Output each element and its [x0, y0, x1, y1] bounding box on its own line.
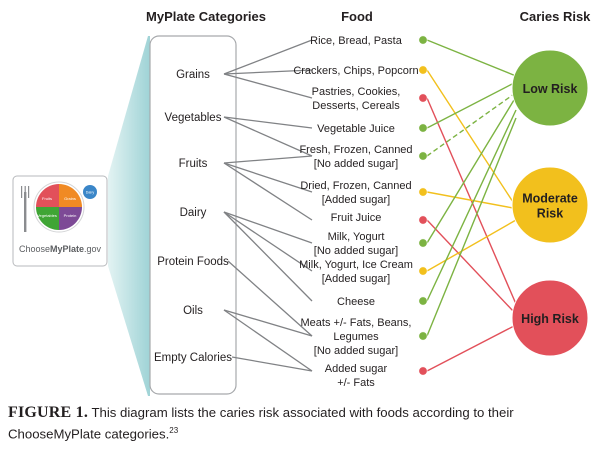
risk-indicator-dot [418, 366, 428, 376]
category-food-link [223, 162, 313, 193]
diagram-canvas: MyPlate Categories Food Caries Risk Frui… [12, 9, 592, 396]
category-label: Fruits [179, 158, 208, 170]
plate-label: Dairy [86, 191, 95, 195]
food-label: Milk, Yogurt, Ice Cream[Added sugar] [299, 259, 413, 285]
category-food-link [223, 309, 313, 372]
category-label: Empty Calories [154, 352, 232, 364]
plate-icon: Fruits Grains Vegetables Protein [33, 181, 85, 233]
food-risk-link [426, 219, 515, 313]
risk-indicator-dot [418, 123, 428, 133]
plate-label: Vegetables [37, 213, 57, 218]
category-label: Protein Foods [157, 256, 229, 268]
category-food-link [223, 39, 313, 75]
food-risk-link [426, 99, 515, 244]
risk-circle [511, 49, 589, 127]
caption-reference: 23 [169, 426, 179, 435]
food-label: Added sugar+/- Fats [325, 363, 388, 389]
food-label: Vegetable Juice [317, 123, 395, 135]
food-label: Crackers, Chips, Popcorn [293, 65, 418, 77]
header-caries-risk: Caries Risk [520, 9, 592, 24]
category-label: Vegetables [165, 112, 222, 124]
risk-indicator-dot [418, 35, 428, 45]
category-food-link [223, 162, 313, 221]
category-food-link [223, 69, 313, 75]
food-risk-link [426, 117, 517, 337]
choosemyplate-logo: Fruits Grains Vegetables Protein Dairy C… [12, 175, 108, 267]
plate-label: Fruits [42, 196, 52, 201]
risk-node-high: High Risk [511, 279, 589, 357]
risk-indicator-dot [418, 266, 428, 276]
category-food-link [223, 116, 313, 129]
figure-caption: FIGURE 1. This diagram lists the caries … [8, 404, 592, 443]
category-food-link [223, 211, 313, 302]
food-label: Cheese [337, 296, 375, 308]
category-food-link [223, 116, 313, 157]
food-label: Rice, Bread, Pasta [310, 35, 403, 47]
risk-label: Low Risk [523, 82, 578, 96]
food-risk-link [426, 109, 517, 302]
risk-label: High Risk [521, 312, 579, 326]
risk-circle [511, 279, 589, 357]
risk-circle [511, 166, 589, 244]
risk-node-low: Low Risk [511, 49, 589, 127]
logo-text: ChooseMyPlate.gov [19, 244, 102, 254]
figure-number: FIGURE 1. [8, 404, 89, 421]
food-label: Dried, Frozen, Canned[Added sugar] [300, 180, 411, 206]
category-food-link [223, 73, 313, 99]
risk-indicator-dot [418, 296, 428, 306]
food-risk-link [426, 39, 517, 77]
food-label: Fruit Juice [331, 212, 382, 224]
dairy-cup-icon: Dairy [83, 185, 97, 199]
risk-indicator-dot [418, 331, 428, 341]
category-label: Dairy [180, 207, 207, 219]
food-risk-link [426, 325, 515, 372]
plate-label: Grains [64, 196, 76, 201]
food-risk-link [426, 191, 514, 209]
food-risk-link [426, 93, 515, 157]
food-label: Milk, Yogurt[No added sugar] [314, 231, 398, 257]
category-food-link [223, 309, 313, 337]
risk-indicator-dot [418, 151, 428, 161]
category-food-link [223, 155, 313, 164]
caption-text: This diagram lists the caries risk assoc… [8, 405, 514, 442]
risk-indicator-dot [418, 238, 428, 248]
plate-label: Protein [64, 213, 77, 218]
zoom-fan [108, 36, 150, 396]
food-risk-link [426, 69, 514, 203]
food-risk-link [426, 81, 517, 129]
risk-indicator-dot [418, 65, 428, 75]
category-food-link [227, 260, 313, 337]
risk-indicator-dot [418, 215, 428, 225]
category-food-link [223, 211, 313, 244]
header-food: Food [341, 9, 373, 24]
food-label: Meats +/- Fats, Beans,Legumes[No added s… [301, 317, 412, 357]
risk-indicator-dot [418, 187, 428, 197]
categories-panel [149, 35, 237, 395]
category-label: Oils [183, 305, 203, 317]
food-label: Pastries, Cookies,Desserts, Cereals [312, 86, 401, 112]
fork-icon [21, 186, 30, 232]
header-categories: MyPlate Categories [146, 9, 266, 24]
category-label: Grains [176, 69, 210, 81]
category-food-link [223, 211, 313, 272]
food-label: Fresh, Frozen, Canned[No added sugar] [299, 144, 412, 170]
category-food-link [231, 356, 313, 372]
risk-indicator-dot [418, 93, 428, 103]
food-risk-link [426, 219, 517, 272]
food-risk-link [426, 97, 517, 305]
